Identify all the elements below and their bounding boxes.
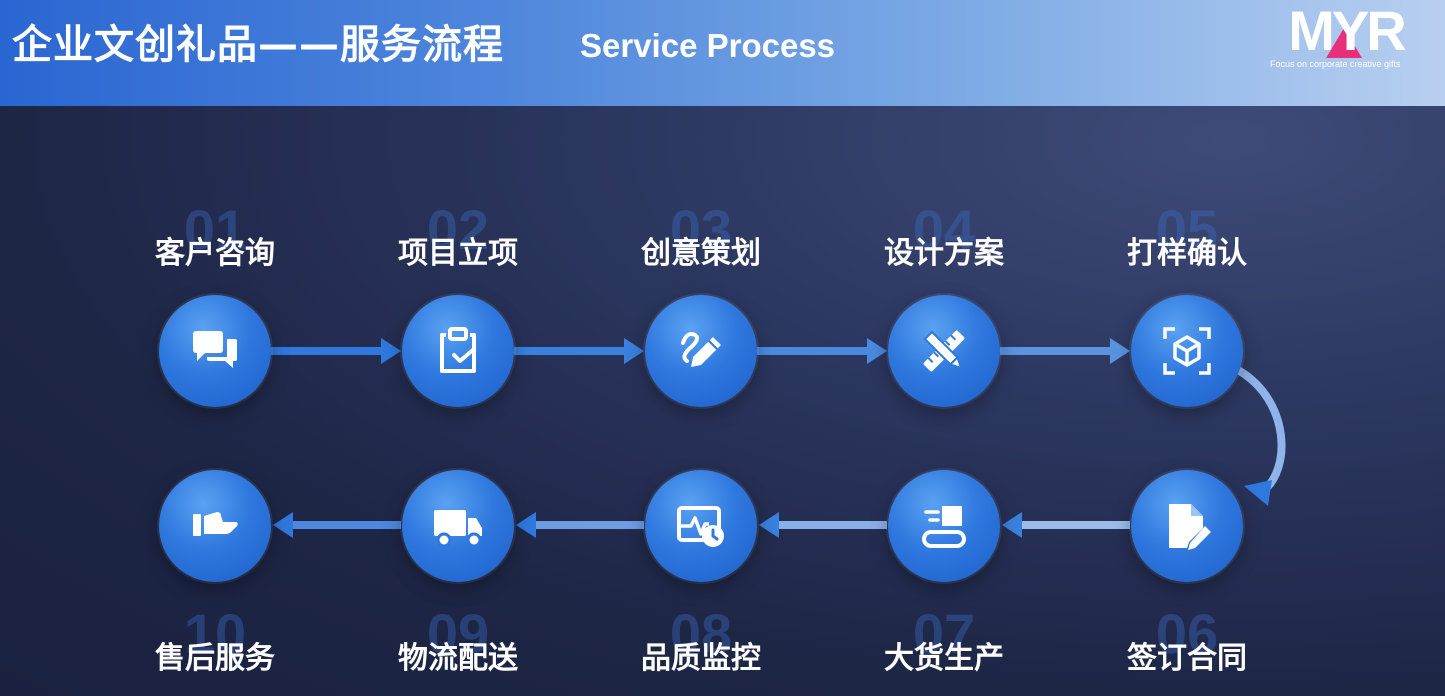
logo-triangle-icon — [1326, 28, 1362, 58]
step-number: 03 — [669, 198, 733, 261]
step-label: 创意策划 — [641, 236, 761, 271]
step-node-creative-planning[interactable] — [645, 295, 757, 407]
page-subtitle: Service Process — [580, 27, 836, 64]
arrow-05-06 — [1235, 366, 1286, 506]
arrow-07-08 — [759, 512, 887, 538]
step-node-quality-control[interactable] — [645, 470, 757, 582]
header-banner: 企业文创礼品——服务流程 Service Process MYR Focus o… — [0, 0, 1445, 106]
step-number: 06 — [1155, 602, 1219, 665]
step-number: 01 — [183, 198, 247, 261]
quality-monitor-icon — [677, 506, 724, 547]
brand-logo: MYR Focus on corporate creative gifts — [1268, 0, 1424, 70]
step-number: 08 — [669, 602, 733, 665]
step-label: 客户咨询 — [155, 236, 275, 271]
step-number: 05 — [1155, 198, 1219, 261]
arrow-08-09 — [516, 512, 644, 538]
step-label: 品质监控 — [641, 641, 761, 676]
conveyor-production-icon — [922, 506, 966, 548]
step-node-sample-confirmation[interactable] — [1131, 295, 1243, 407]
delivery-truck-icon — [434, 510, 482, 548]
step-number: 09 — [426, 602, 490, 665]
arrow-03-04 — [757, 338, 887, 364]
hand-service-icon — [193, 512, 238, 536]
step-label: 签订合同 — [1127, 641, 1247, 676]
logo-tagline: Focus on corporate creative gifts — [1270, 59, 1401, 69]
step-number: 10 — [183, 602, 247, 665]
page-title: 企业文创礼品——服务流程 — [12, 22, 504, 68]
arrow-09-10 — [273, 512, 401, 538]
arrow-06-07 — [1002, 512, 1130, 538]
step-number: 07 — [912, 602, 976, 665]
logo-wordmark: MYR — [1288, 0, 1406, 62]
step-node-design-proposal[interactable] — [888, 295, 1000, 407]
step-node-consultation[interactable] — [159, 295, 271, 407]
ruler-pencil-icon — [923, 330, 965, 372]
arrow-02-03 — [514, 338, 644, 364]
step-node-after-sales[interactable] — [159, 470, 271, 582]
clipboard-check-icon — [440, 327, 476, 373]
pen-scribble-icon — [681, 332, 721, 367]
step-node-project-setup[interactable] — [402, 295, 514, 407]
step-label: 打样确认 — [1127, 236, 1247, 271]
step-label: 设计方案 — [884, 236, 1004, 271]
step-label: 大货生产 — [884, 641, 1004, 676]
step-number: 04 — [912, 198, 976, 261]
cube-scan-icon — [1163, 327, 1211, 375]
step-node-mass-production[interactable] — [888, 470, 1000, 582]
step-label: 项目立项 — [398, 236, 518, 271]
document-sign-icon — [1169, 504, 1211, 550]
step-node-contract-signing[interactable] — [1131, 470, 1243, 582]
arrow-01-02 — [271, 338, 401, 364]
step-label: 物流配送 — [398, 641, 518, 676]
step-node-logistics[interactable] — [402, 470, 514, 582]
step-label: 售后服务 — [155, 641, 275, 676]
step-number: 02 — [426, 198, 490, 261]
chat-bubbles-icon — [193, 331, 237, 368]
arrow-04-05 — [1000, 338, 1130, 364]
